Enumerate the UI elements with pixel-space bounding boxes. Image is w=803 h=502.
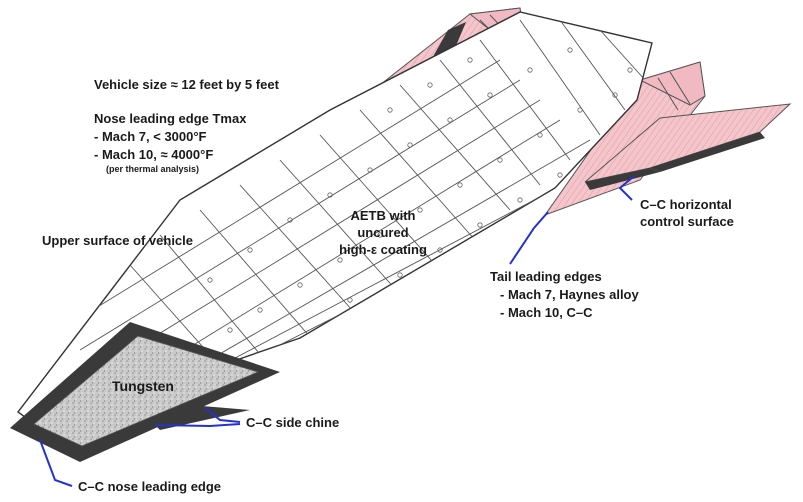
leader-hcs bbox=[618, 175, 635, 201]
leader-lines bbox=[39, 175, 635, 487]
leader-side-chine-b bbox=[154, 423, 241, 428]
nose-section bbox=[10, 322, 280, 462]
tail-mach10-label: - Mach 10, C–C bbox=[500, 305, 593, 320]
upper-surface-label: Upper surface of vehicle bbox=[42, 233, 193, 248]
leader-tail-edges bbox=[509, 211, 549, 265]
leader-nose-edge bbox=[39, 439, 73, 487]
tail-title-label: Tail leading edges bbox=[490, 269, 602, 284]
hcs-label-1: C–C horizontal bbox=[640, 197, 732, 212]
nose-mach7-label: - Mach 7, < 3000°F bbox=[94, 129, 207, 144]
nose-edge-label: C–C nose leading edge bbox=[78, 479, 222, 494]
aetb-label-3: high-ε coating bbox=[339, 242, 427, 257]
leader-side-chine-a bbox=[204, 407, 241, 423]
tail-mach7-label: - Mach 7, Haynes alloy bbox=[500, 287, 639, 302]
hcs-label-2: control surface bbox=[640, 214, 734, 229]
vehicle-size-label: Vehicle size ≈ 12 feet by 5 feet bbox=[94, 77, 279, 92]
nose-title-label: Nose leading edge Tmax bbox=[94, 111, 247, 126]
nose-note-label: (per thermal analysis) bbox=[106, 164, 200, 174]
tungsten-label: Tungsten bbox=[112, 378, 174, 394]
aetb-label-1: AETB with bbox=[350, 208, 416, 223]
side-chine-label: C–C side chine bbox=[246, 415, 340, 430]
nose-mach10-label: - Mach 10, ≈ 4000°F bbox=[94, 147, 214, 162]
horizontal-control-surface bbox=[584, 103, 792, 190]
aetb-label-2: uncured bbox=[357, 225, 409, 240]
